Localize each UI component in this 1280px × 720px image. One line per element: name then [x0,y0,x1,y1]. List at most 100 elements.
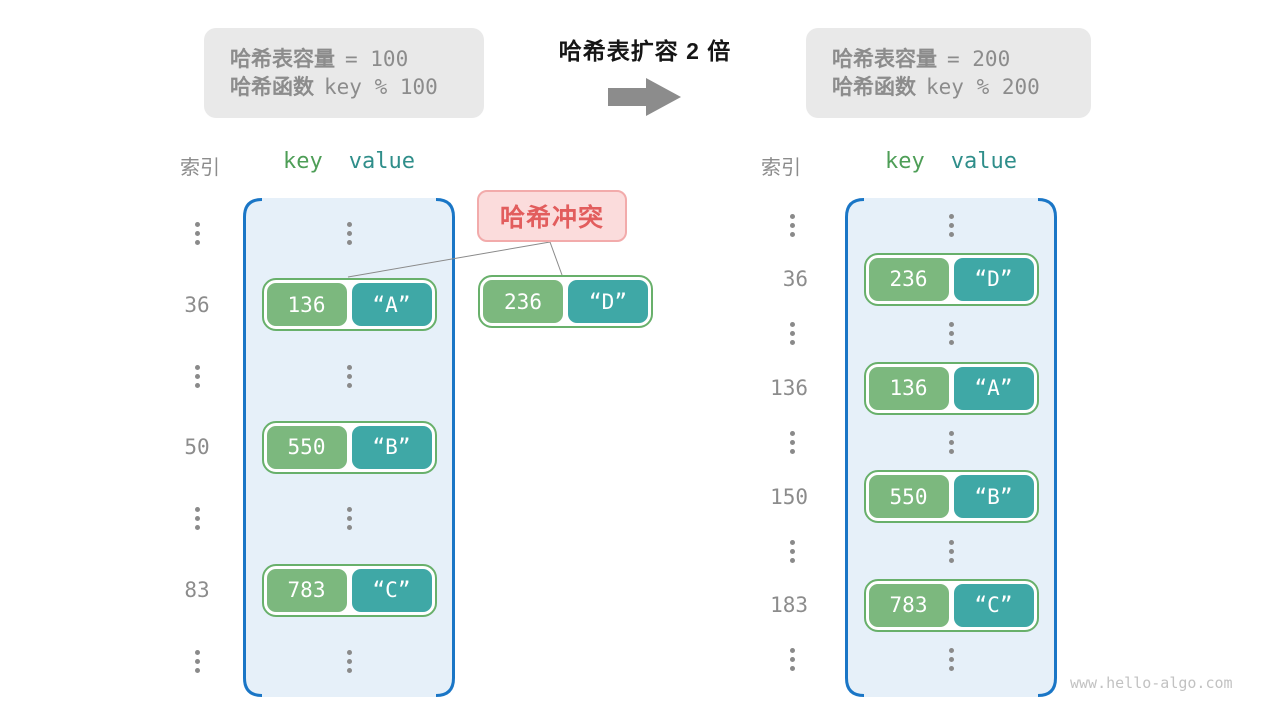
dot [948,448,954,454]
dot [194,231,200,237]
index-label: 83 [184,578,210,603]
value-cell: “C” [351,568,432,612]
dot [948,539,954,545]
index-row [752,633,808,687]
key-cell: 550 [266,425,347,469]
table-row: 136“A” [845,361,1057,415]
index-row [752,307,808,361]
right-hash-table: 236“D” 136“A” 550“B” 783“C” [845,198,1057,697]
table-row [845,633,1057,687]
value-cell: “B” [953,475,1034,519]
key-cell: 550 [868,475,949,519]
hash-function-line: 哈希函数 key % 100 [230,75,484,99]
key-header: key [885,149,925,174]
ellipsis-dots [948,539,954,563]
expand-title: 哈希表扩容 2 倍 [558,38,732,64]
kv-pair: 783“C” [261,563,437,617]
index-label: 50 [184,435,210,460]
ellipsis-dots [346,222,352,246]
table-bracket-border [243,198,455,697]
capacity-label: 哈希表容量 [230,47,335,71]
dot [346,231,352,237]
dot [346,658,352,664]
key-cell: 783 [266,568,347,612]
capacity-line: 哈希表容量 = 100 [230,47,484,71]
dot [790,548,795,554]
right-index-header: 索引 [761,157,801,179]
dot [346,649,352,655]
index-row: 183 [752,578,808,632]
dot [194,373,200,379]
colliding-pair-slot: 236“D” [478,275,653,328]
dot [346,364,352,370]
dot [346,525,352,531]
ellipsis-dots [346,649,352,673]
left-hash-table: 136“A” 550“B” 783“C” [243,198,455,697]
watermark: www.hello-algo.com [1070,674,1233,692]
hash-function-label: 哈希函数 [230,75,314,99]
ellipsis-dots [194,649,200,673]
index-row [752,415,808,469]
capacity-box-before: 哈希表容量 = 100 哈希函数 key % 100 [204,28,484,118]
table-row [845,415,1057,469]
table-row [845,198,1057,252]
value-cell: “D” [568,280,648,323]
table-bracket-border [845,198,1057,697]
dot [194,364,200,370]
key-cell: 136 [868,366,949,410]
index-row [752,524,808,578]
table-row: 136“A” [243,269,455,340]
table-row: 783“C” [845,578,1057,632]
ellipsis-dots [194,507,200,531]
value-cell: “B” [351,425,432,469]
dot [194,222,200,228]
table-row [845,307,1057,361]
dot [790,322,795,328]
ellipsis-dots [346,364,352,388]
value-cell: “C” [953,583,1034,627]
kv-pair: 550“B” [863,470,1039,524]
dot [948,648,954,654]
left-index-header: 索引 [180,157,220,179]
dot [948,222,954,228]
ellipsis-dots [790,430,795,454]
dot [790,539,795,545]
dot [790,430,795,436]
index-row: 136 [752,361,808,415]
index-row [194,483,200,554]
ellipsis-dots [948,213,954,237]
hash-function-label: 哈希函数 [832,75,916,99]
dot [194,649,200,655]
dot [194,658,200,664]
index-label: 150 [770,484,808,509]
table-row [845,524,1057,578]
table-row: 236“D” [845,252,1057,306]
capacity-label: 哈希表容量 [832,47,937,71]
value-header: value [348,149,415,174]
dot [948,322,954,328]
dot [790,231,795,237]
key-cell: 136 [266,283,347,327]
ellipsis-dots [790,648,795,672]
ellipsis-dots [790,213,795,237]
kv-pair: 136“A” [261,278,437,332]
table-row [243,626,455,697]
dot [948,657,954,663]
ellipsis-dots [346,507,352,531]
kv-pair: 236“D” [863,252,1039,306]
ellipsis-dots [790,322,795,346]
hash-function-value: key % 200 [926,74,1040,99]
dot [790,439,795,445]
dot [194,507,200,513]
index-row: 83 [184,554,209,625]
index-row [194,198,200,269]
key-cell: 783 [868,583,949,627]
dot [346,240,352,246]
capacity-box-after: 哈希表容量 = 200 哈希函数 key % 200 [806,28,1091,118]
dot [948,231,954,237]
dot [346,667,352,673]
dot [790,331,795,337]
dot [790,657,795,663]
